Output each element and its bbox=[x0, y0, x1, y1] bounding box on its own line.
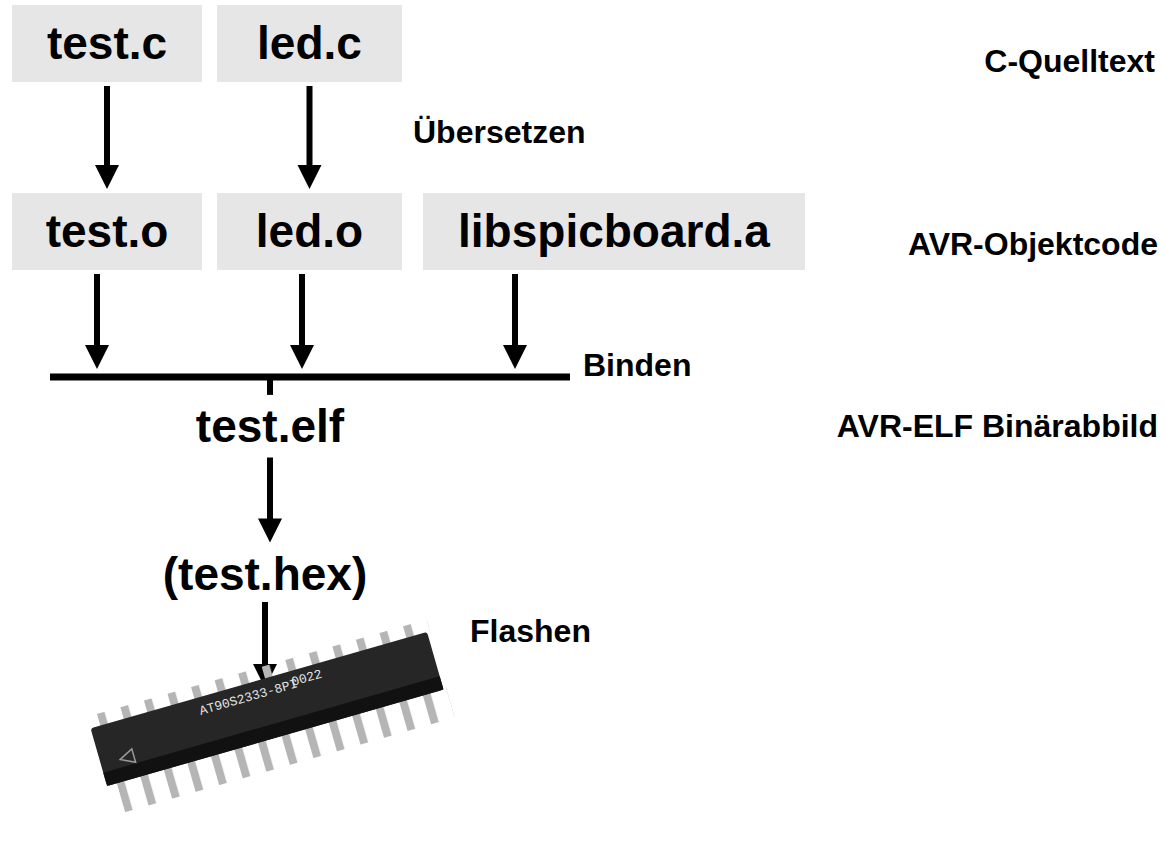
flow-arrow bbox=[95, 86, 119, 189]
file-box: led.c bbox=[217, 5, 402, 82]
stage-label: AVR-Objektcode bbox=[908, 227, 1158, 262]
flow-arrow bbox=[85, 274, 270, 395]
file-label: test.elf bbox=[196, 401, 344, 452]
arrowhead bbox=[85, 345, 109, 369]
file-name: (test.hex) bbox=[159, 547, 372, 602]
file-box: libspicboard.a bbox=[423, 193, 805, 270]
stage-label: Übersetzen bbox=[413, 115, 586, 150]
flow-arrow bbox=[258, 458, 282, 543]
flow-arrow bbox=[298, 86, 322, 189]
file-label: (test.hex) bbox=[163, 549, 367, 600]
file-box: led.o bbox=[217, 193, 402, 270]
arrow-line bbox=[307, 86, 313, 171]
file-label: test.o bbox=[46, 206, 169, 257]
flash-arrow bbox=[262, 602, 268, 668]
arrow-line bbox=[104, 86, 110, 171]
arrow-line bbox=[97, 274, 270, 395]
file-name: test.elf bbox=[192, 399, 349, 454]
chip-notch bbox=[118, 749, 135, 766]
file-label: led.o bbox=[256, 206, 363, 257]
arrowhead bbox=[298, 165, 322, 189]
stage-label: AVR-ELF Binärabbild bbox=[837, 409, 1158, 444]
file-box: test.c bbox=[12, 5, 202, 82]
arrowhead bbox=[290, 345, 314, 369]
file-label: led.c bbox=[257, 18, 362, 69]
stage-label: C-Quelltext bbox=[984, 44, 1155, 79]
stage-label: Binden bbox=[583, 348, 691, 383]
chip-side bbox=[103, 676, 443, 786]
file-label: test.c bbox=[47, 18, 167, 69]
stage-label: Flashen bbox=[470, 614, 591, 649]
arrow-line bbox=[270, 274, 515, 395]
file-box: test.o bbox=[12, 193, 202, 270]
arrowhead bbox=[95, 165, 119, 189]
file-label: libspicboard.a bbox=[458, 206, 770, 257]
arrowhead bbox=[503, 345, 527, 369]
flow-arrow bbox=[270, 274, 527, 395]
arrow-line bbox=[267, 458, 273, 525]
arrowhead bbox=[258, 519, 282, 543]
chip-photo bbox=[87, 620, 454, 815]
chip-body bbox=[91, 632, 444, 786]
